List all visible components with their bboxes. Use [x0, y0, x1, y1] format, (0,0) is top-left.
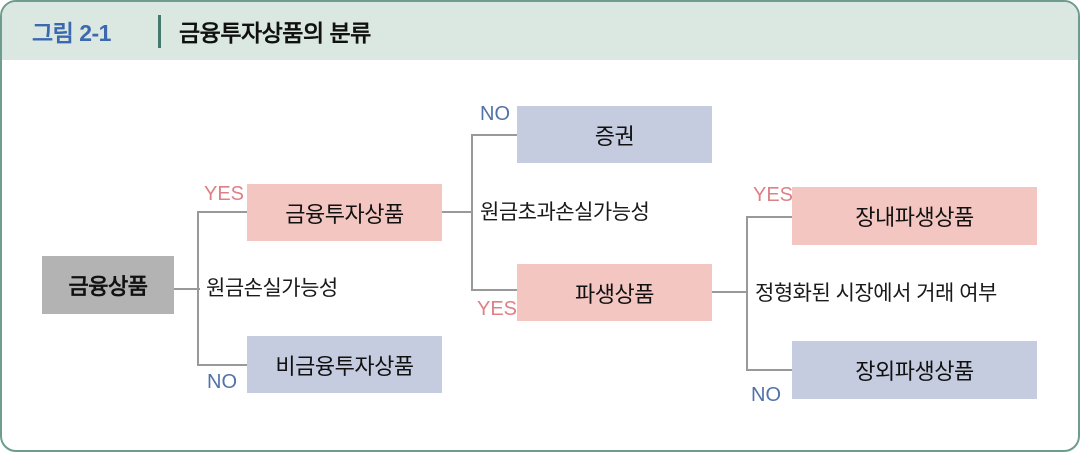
question-principal-loss: 원금손실가능성	[206, 277, 338, 300]
figure-label: 그림 2-1	[32, 20, 111, 46]
figure-header: 그림 2-1 금융투자상품의 분류	[2, 2, 1078, 60]
connector-vline-1	[197, 211, 199, 366]
node-derivatives: 파생상품	[517, 264, 712, 321]
connector-vline-2	[471, 134, 473, 291]
connector-yes-branch-1	[197, 211, 247, 213]
node-exchange-traded-derivatives: 장내파생상품	[792, 187, 1037, 245]
connector-yes-branch-2	[471, 289, 517, 291]
node-financial-investment-products: 금융투자상품	[247, 184, 442, 241]
node-otc-derivatives: 장외파생상품	[792, 341, 1037, 399]
yes-label-2: YES	[477, 298, 518, 320]
connector-root-stub	[174, 288, 200, 290]
connector-yes-branch-3	[746, 216, 792, 218]
no-label-3: NO	[751, 384, 781, 406]
yes-label-1: YES	[204, 183, 245, 205]
node-non-financial-investment-products: 비금융투자상품	[247, 336, 442, 393]
connector-stub-2	[442, 211, 473, 213]
node-securities: 증권	[517, 106, 712, 163]
connector-vline-3	[746, 216, 748, 371]
figure-title: 금융투자상품의 분류	[179, 20, 371, 46]
header-divider	[158, 14, 161, 48]
connector-no-branch-3	[746, 369, 792, 371]
yes-label-3: YES	[753, 184, 794, 206]
node-financial-products: 금융상품	[42, 256, 174, 314]
connector-stub-3	[712, 291, 748, 293]
question-standardized-market: 정형화된 시장에서 거래 여부	[755, 282, 997, 305]
no-label-2: NO	[480, 103, 510, 125]
connector-no-branch-2	[471, 134, 517, 136]
no-label-1: NO	[207, 371, 237, 393]
question-excess-principal-loss: 원금초과손실가능성	[480, 201, 650, 224]
connector-no-branch-1	[197, 364, 247, 366]
